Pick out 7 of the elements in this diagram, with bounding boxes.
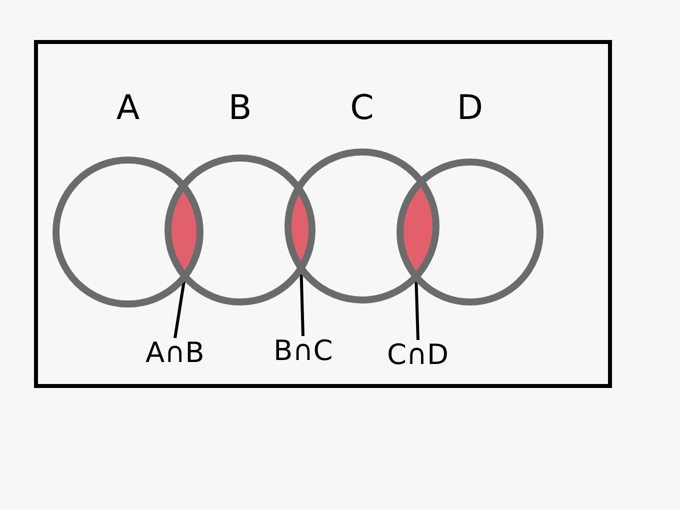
intersection-label: A∩B bbox=[146, 336, 204, 369]
intersection-label: C∩D bbox=[387, 338, 449, 371]
set-label: C bbox=[349, 88, 375, 128]
set-label: A bbox=[115, 88, 141, 128]
intersection-label: B∩C bbox=[274, 334, 333, 367]
set-label: B bbox=[227, 88, 253, 128]
set-label: D bbox=[456, 88, 484, 128]
